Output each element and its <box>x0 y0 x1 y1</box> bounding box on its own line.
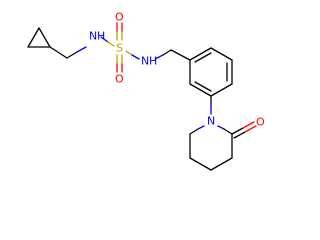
atom-label-carbonyl-oxygen: O <box>256 116 265 129</box>
bond-benzene-inner-3 <box>194 81 212 92</box>
bond-carbonyl-b <box>233 131 246 139</box>
bond-pip-c3-c4 <box>210 157 233 171</box>
bond-benzene-2 <box>210 47 233 61</box>
bond-carbonyl-a <box>231 127 244 135</box>
bond-nh-right-ch2-n <box>154 54 164 60</box>
bond-s-nh-right-n <box>131 54 140 60</box>
bond-nh-right-ch2-c <box>162 49 172 56</box>
bond-benzene-1 <box>189 47 212 61</box>
bond-nh-left-s-s <box>107 41 115 47</box>
atom-label-n-right: N <box>141 55 149 68</box>
atom-label-h-right: H <box>149 55 157 68</box>
bond-carbonyl-a2 <box>242 121 255 129</box>
chemical-structure-diagram: N H S O O N H N O <box>27 11 265 171</box>
atom-label-sulfur: S <box>116 42 123 55</box>
atom-label-n-left: N <box>89 30 97 43</box>
bond-ch2-benzene <box>170 49 191 61</box>
bond-pip-c6-n-c <box>189 128 199 135</box>
bond-benzene-inner-1 <box>194 52 212 63</box>
bond-benzene-4 <box>210 83 233 97</box>
bond-benzene-5 <box>189 83 212 97</box>
bond-nh-left-s-n <box>100 36 109 43</box>
atom-label-oxygen-top: O <box>115 11 124 24</box>
bond-pip-n-c2-c <box>223 128 233 135</box>
bond-ch2-nh-left-n <box>76 46 87 53</box>
bond-s-nh-right-s <box>125 50 133 56</box>
bond-pip-c6-n-n <box>197 125 205 130</box>
bond-pip-n-c2-n <box>217 125 225 130</box>
atom-label-h-left: H <box>97 30 105 43</box>
bond-pip-c4-c5 <box>189 157 212 171</box>
bond-cyclopropyl-2 <box>27 27 40 48</box>
bond-ch2-nh-left-c <box>66 51 78 59</box>
bond-cyclopropyl-ch2 <box>49 46 68 59</box>
atom-label-oxygen-bottom: O <box>115 73 124 86</box>
atom-label-layer: N H S O O N H N O <box>89 11 265 129</box>
bond-cyclopropyl-3 <box>38 27 51 48</box>
bond-carbonyl-b2 <box>244 125 257 133</box>
atom-label-ring-nitrogen: N <box>207 115 215 128</box>
bond-layer <box>27 22 257 171</box>
